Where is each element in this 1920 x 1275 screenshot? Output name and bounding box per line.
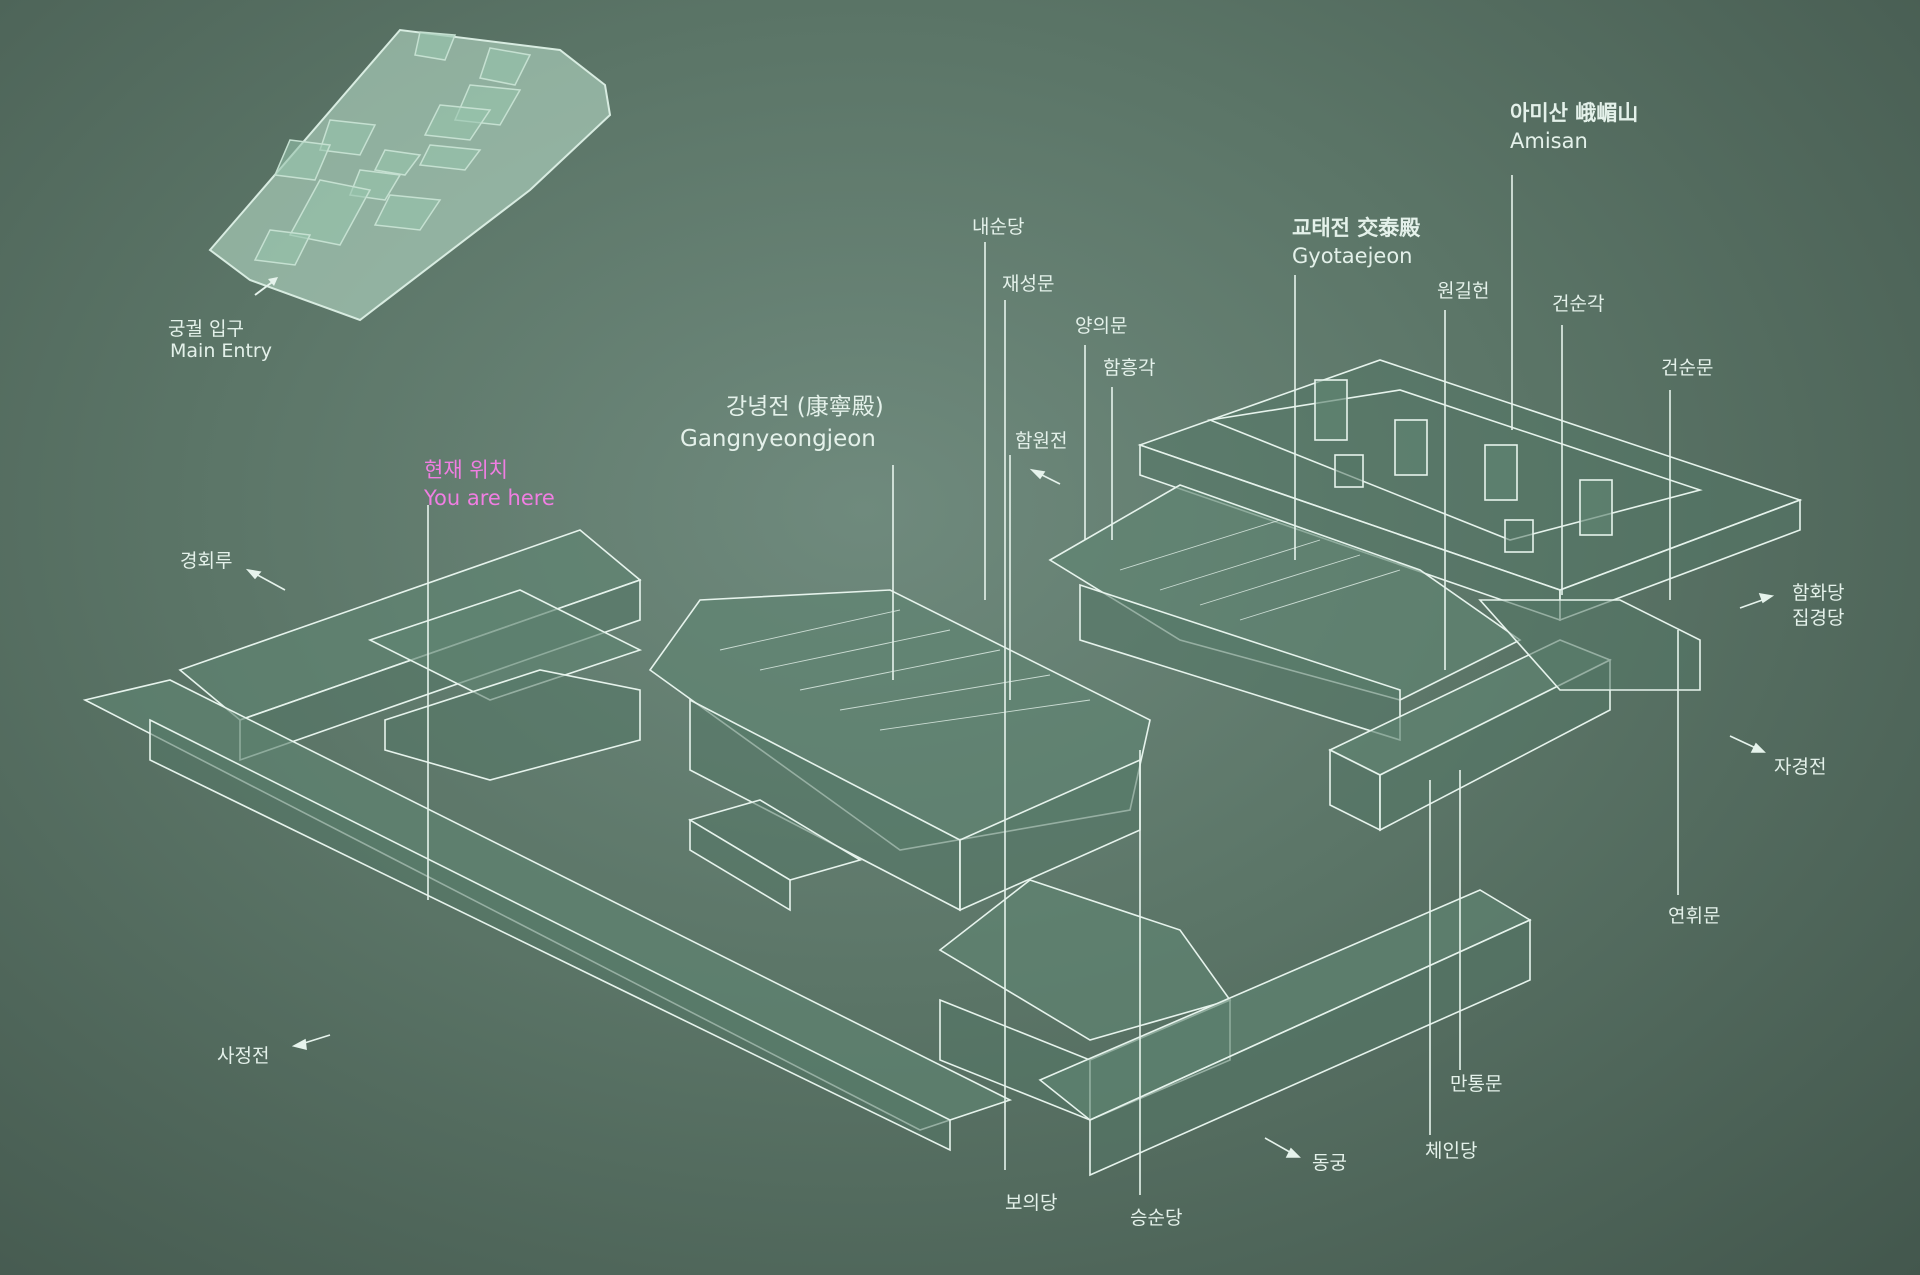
west-pavilion (178, 529, 643, 781)
you-are-here-ko: 현재 위치 (424, 458, 508, 482)
amisan-label-en: Amisan (1510, 129, 1588, 153)
gangnyeongjeon-label-en: Gangnyeongjeon (680, 426, 876, 452)
jipgyeongdang-label: 집경당 (1792, 607, 1845, 629)
you-are-here-en: You are here (424, 486, 555, 510)
inset-entry-label-ko: 궁궐 입구 (168, 318, 244, 340)
naesundang-label: 내순당 (972, 216, 1025, 238)
geonsungak-label: 건순각 (1552, 293, 1605, 315)
yangeuimun-label: 양의문 (1075, 315, 1128, 337)
gyeonghoeru-label: 경회루 (180, 550, 233, 572)
inset-map (208, 28, 612, 322)
manthongmun-label: 만통문 (1450, 1073, 1503, 1095)
hamheunggak-label: 함흥각 (1103, 357, 1156, 379)
wongilheon-label: 원길헌 (1437, 280, 1490, 302)
south-wing (1038, 889, 1532, 1177)
yeonhwimun-label: 연휘문 (1668, 905, 1721, 927)
hamwonjeon-label: 함원전 (1015, 430, 1068, 452)
jaeseongmun-label: 재성문 (1002, 273, 1055, 295)
leader-lines (427, 175, 1679, 1195)
amisan-chimneys (1314, 379, 1613, 553)
amisan-terrace (1137, 359, 1803, 622)
boeuidang-label: 보의당 (1005, 1192, 1058, 1214)
hamhwadang-label: 함화당 (1792, 582, 1845, 604)
donggung-label: 동궁 (1312, 1152, 1347, 1174)
geonsunmun-label: 건순문 (1661, 357, 1714, 379)
direction-arrows (245, 468, 1775, 1158)
gangnyeongjeon-label-ko: 강녕전 (康寧殿) (726, 394, 884, 420)
inset-entry-label-en: Main Entry (170, 340, 272, 362)
amisan-label-ko: 아미산 峨嵋山 (1510, 101, 1639, 125)
gyotaejeon-label-ko: 교태전 交泰殿 (1292, 216, 1421, 240)
sajeongjeon-label: 사정전 (217, 1045, 270, 1067)
southwest-corridor (82, 679, 1013, 1152)
cheindang-label: 체인당 (1425, 1140, 1478, 1162)
gyotaejeon-label-en: Gyotaejeon (1292, 244, 1413, 268)
seungsundang-label: 승순당 (1130, 1207, 1183, 1229)
east-wing (1328, 599, 1701, 832)
gangnyeongjeon-building (648, 589, 1151, 912)
jagyeongjeon-label: 자경전 (1774, 756, 1827, 778)
